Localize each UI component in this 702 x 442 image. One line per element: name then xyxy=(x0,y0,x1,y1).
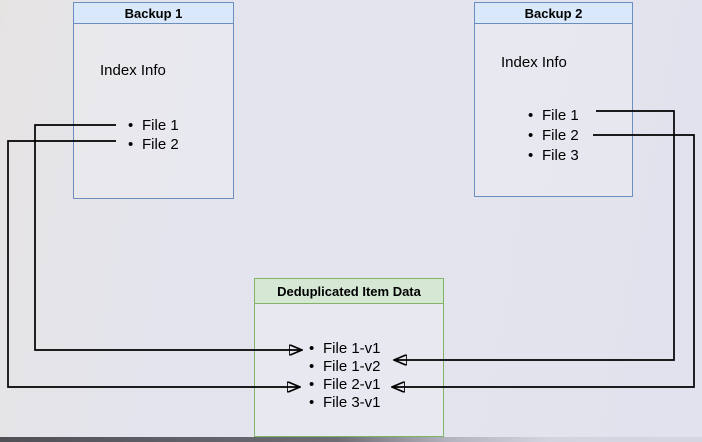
list-item: • File 1-v2 xyxy=(309,357,381,375)
backup2-file-list: • File 1 • File 2 • File 3 xyxy=(528,105,579,165)
bullet-icon: • xyxy=(528,126,534,144)
bullet-icon: • xyxy=(528,146,534,164)
window-bottom-edge-shadow xyxy=(0,437,702,442)
bullet-icon: • xyxy=(128,136,134,153)
list-item-label: File 1-v2 xyxy=(323,357,381,375)
dedup-item-list: • File 1-v1 • File 1-v2 • File 2-v1 • File 3-v1 xyxy=(309,339,381,411)
bullet-icon: • xyxy=(128,117,134,134)
backup2-title: Backup 2 xyxy=(475,3,632,24)
list-item-label: File 1 xyxy=(542,106,579,124)
bullet-icon: • xyxy=(309,357,315,375)
list-item-label: File 3-v1 xyxy=(323,393,381,411)
dedup-title: Deduplicated Item Data xyxy=(255,279,443,304)
list-item: • File 1 xyxy=(128,116,179,135)
bullet-icon: • xyxy=(309,393,315,411)
list-item-label: File 2 xyxy=(142,136,179,153)
backup1-file-list: • File 1 • File 2 xyxy=(128,116,179,154)
list-item-label: File 2-v1 xyxy=(323,375,381,393)
bullet-icon: • xyxy=(309,339,315,357)
bullet-icon: • xyxy=(309,375,315,393)
backup2-index-info-label: Index Info xyxy=(501,54,567,71)
backup1-box: Backup 1 Index Info • File 1 • File 2 xyxy=(73,2,234,199)
list-item: • File 3-v1 xyxy=(309,393,381,411)
list-item: • File 2 xyxy=(528,125,579,145)
backup2-box: Backup 2 Index Info • File 1 • File 2 • File … xyxy=(474,2,633,197)
list-item-label: File 1-v1 xyxy=(323,339,381,357)
list-item: • File 1 xyxy=(528,105,579,125)
list-item: • File 3 xyxy=(528,145,579,165)
list-item: • File 2 xyxy=(128,135,179,154)
list-item: • File 2-v1 xyxy=(309,375,381,393)
list-item-label: File 2 xyxy=(542,126,579,144)
list-item-label: File 3 xyxy=(542,146,579,164)
backup1-title: Backup 1 xyxy=(74,3,233,24)
bullet-icon: • xyxy=(528,106,534,124)
list-item-label: File 1 xyxy=(142,117,179,134)
deduplicated-item-data-box: Deduplicated Item Data • File 1-v1 • File 1… xyxy=(254,278,444,437)
backup1-index-info-label: Index Info xyxy=(100,62,166,79)
list-item: • File 1-v1 xyxy=(309,339,381,357)
